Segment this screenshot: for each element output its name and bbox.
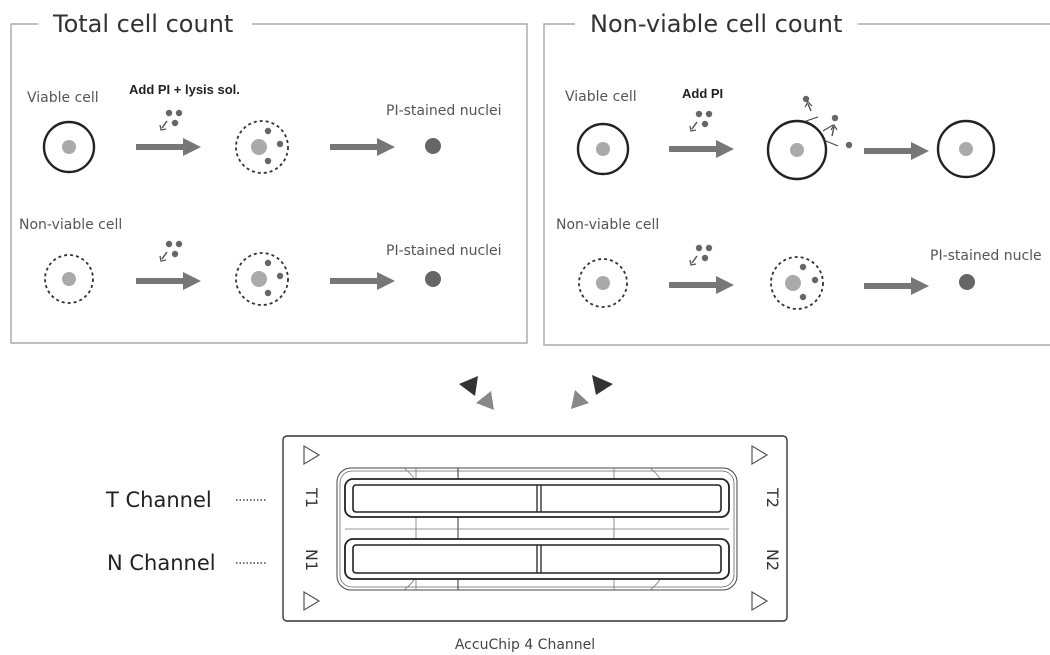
non-viable-cell-label: Non-viable cell [556,217,659,233]
panel-title: Non-viable cell count [590,10,842,38]
non-viable-cell-icon [578,258,628,308]
reagent-label: Add PI [682,86,723,101]
viable-cell-icon [936,119,996,179]
pi-drops-icon [689,110,713,132]
non-viable-cell-count-panel: Non-viable cell count Viable cell Add PI [543,10,1050,346]
t1-label: T1 [302,487,321,508]
n-channel-label: N Channel [107,551,216,575]
n1-label: N1 [302,549,321,571]
stained-cell-icon [770,256,824,310]
viable-cell-label: Viable cell [27,90,99,106]
pi-drops-icon [689,244,713,266]
non-viable-cell-icon [44,254,94,304]
t2-label: T2 [763,487,782,508]
pi-drops-icon [159,109,183,131]
converging-arrows [459,375,613,410]
viable-cell-icon [576,122,630,176]
result-label: PI-stained nuclei [386,243,502,259]
result-label: PI-stained nucle [930,248,1042,264]
chip-caption: AccuChip 4 Channel [455,637,595,653]
total-cell-count-panel: Total cell count Viable cell Add PI + ly… [10,10,528,344]
chip-body [282,435,788,622]
corner-triangle-icon [303,444,321,466]
lysed-cell-icon [235,252,289,306]
panel-title: Total cell count [52,10,233,38]
reagent-label: Add PI + lysis sol. [129,82,240,97]
pi-excluded-cell-icon [766,95,853,181]
panel-border [543,23,1050,346]
n2-label: N2 [763,549,782,571]
t-channel-label: T Channel [105,488,212,512]
non-viable-cell-label: Non-viable cell [19,217,122,233]
corner-triangle-icon [303,590,321,612]
corner-triangle-icon [751,444,769,466]
viable-cell-icon [42,120,96,174]
panel-border [10,23,528,344]
stained-nucleus [959,274,975,290]
channel-frame [336,467,738,591]
pi-drops-icon [159,240,183,262]
result-label: PI-stained nuclei [386,103,502,119]
stained-nucleus [425,271,441,287]
stained-nucleus [425,138,441,154]
lysed-cell-icon [235,120,289,174]
corner-triangle-icon [751,590,769,612]
accuchip: T1 T2 N1 N2 [282,435,788,622]
viable-cell-label: Viable cell [565,89,637,105]
